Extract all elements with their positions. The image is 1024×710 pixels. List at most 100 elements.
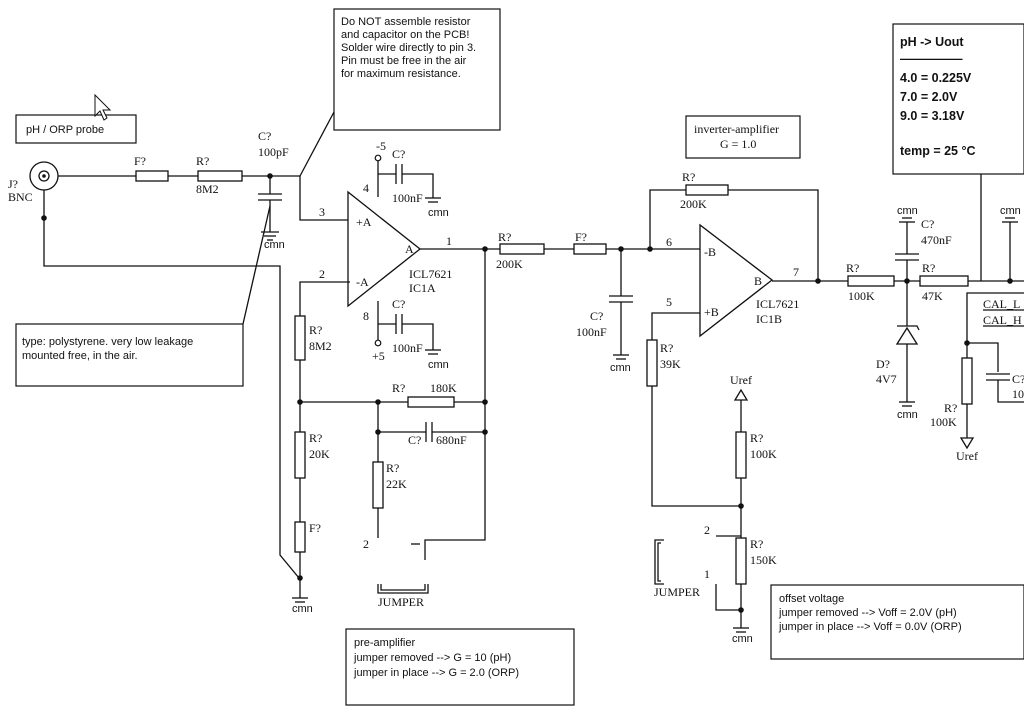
resistor-100k-cal-ref: R? bbox=[944, 401, 957, 415]
ph-table-row-3: 9.0 = 3.18V bbox=[900, 109, 965, 123]
gnd-label: cmn bbox=[610, 362, 631, 374]
ph-table-title: pH -> Uout bbox=[900, 35, 964, 49]
ph-table-row-1: 4.0 = 0.225V bbox=[900, 71, 972, 85]
resistor-180k bbox=[407, 396, 455, 408]
resistor-100k-ref bbox=[735, 431, 747, 479]
gnd-label: cmn bbox=[897, 205, 918, 217]
resistor-feedback-8m2 bbox=[294, 315, 306, 361]
gnd-label: cmn bbox=[264, 239, 285, 251]
resistor-100k-ref-value: 100K bbox=[750, 447, 777, 461]
pin-7: 7 bbox=[793, 265, 799, 279]
cap-bottom-value: 100nF bbox=[392, 341, 423, 355]
jumper-1-label: JUMPER bbox=[378, 595, 424, 609]
uref-label-top: Uref bbox=[730, 373, 752, 387]
warning-line-1: Do NOT assemble resistor bbox=[341, 16, 471, 28]
cal-low-label: CAL_L bbox=[983, 297, 1020, 311]
pin-6: 6 bbox=[666, 235, 672, 249]
supply-pos5: +5 bbox=[372, 349, 385, 363]
cap-470n-value: 470nF bbox=[921, 233, 952, 247]
cap-top-value: 100nF bbox=[392, 191, 423, 205]
pin-4: 4 bbox=[363, 181, 369, 195]
cal-high-label: CAL_H bbox=[983, 313, 1022, 327]
gnd-label: cmn bbox=[1000, 205, 1021, 217]
preamp-note: pre-amplifier jumper removed --> G = 10 … bbox=[345, 628, 575, 706]
ph-table-temp: temp = 25 °C bbox=[900, 144, 976, 158]
supply-neg5: -5 bbox=[376, 139, 386, 153]
warning-line-5: for maximum resistance. bbox=[341, 68, 461, 80]
resistor-200k-fb-ref: R? bbox=[682, 170, 695, 184]
cap-470n-ref: C? bbox=[921, 217, 934, 231]
cap-right-ref: C? bbox=[1012, 372, 1024, 386]
resistor-47k-ref: R? bbox=[922, 261, 935, 275]
capacitor-100pf: cmn C? 100pF bbox=[258, 129, 289, 251]
resistor-22k bbox=[372, 461, 384, 509]
cap-mid-ref: C? bbox=[590, 309, 603, 323]
offset-line-2: jumper removed --> Voff = 2.0V (pH) bbox=[778, 607, 957, 619]
gnd-label: cmn bbox=[897, 409, 918, 421]
polystyrene-note: type: polystyrene. very low leakage moun… bbox=[15, 205, 271, 387]
resistor-100k-out-value: 100K bbox=[848, 289, 875, 303]
capacitor-100pf-value: 100pF bbox=[258, 145, 289, 159]
fuse-ground bbox=[294, 521, 306, 553]
cap-right-value: 10 bbox=[1012, 387, 1024, 401]
resistor-input-8m2 bbox=[197, 170, 243, 182]
opamp-a-plus: +A bbox=[356, 215, 372, 229]
pin-3: 3 bbox=[319, 205, 325, 219]
resistor-20k-value: 20K bbox=[309, 447, 330, 461]
fuse-middle bbox=[573, 243, 607, 255]
offset-line-3: jumper in place --> Voff = 0.0V (ORP) bbox=[778, 621, 962, 633]
ph-table-rule: ————— bbox=[900, 52, 963, 66]
inverter-line-1: inverter-amplifier bbox=[694, 122, 779, 136]
resistor-180k-ref: R? bbox=[392, 381, 405, 395]
jumper2-pin-2: 2 bbox=[704, 523, 710, 537]
resistor-150k bbox=[735, 537, 747, 585]
probe-note: pH / ORP probe bbox=[15, 114, 137, 144]
bnc-connector: J? BNC bbox=[8, 161, 59, 221]
opamp-b-minus: -B bbox=[704, 245, 716, 259]
resistor-150k-ref: R? bbox=[750, 537, 763, 551]
bnc-ref: J? bbox=[8, 177, 18, 191]
resistor-input-ref: R? bbox=[196, 154, 209, 168]
fuse-input bbox=[135, 170, 169, 182]
resistor-100k-out-ref: R? bbox=[846, 261, 859, 275]
resistor-fb-ref: R? bbox=[309, 323, 322, 337]
jumper-pin-2: 2 bbox=[363, 537, 369, 551]
preamp-line-2: jumper removed --> G = 10 (pH) bbox=[353, 652, 511, 664]
cap-mid-value: 100nF bbox=[576, 325, 607, 339]
resistor-200k-series bbox=[499, 243, 545, 255]
resistor-39k-value: 39K bbox=[660, 357, 681, 371]
resistor-200k-fb-value: 200K bbox=[680, 197, 707, 211]
diode-ref: D? bbox=[876, 357, 890, 371]
diode-value: 4V7 bbox=[876, 372, 897, 386]
resistor-fb-value: 8M2 bbox=[309, 339, 332, 353]
pin-5: 5 bbox=[666, 295, 672, 309]
jumper-1 bbox=[377, 584, 429, 594]
pin-8: 8 bbox=[363, 309, 369, 323]
cap-top-ref: C? bbox=[392, 147, 405, 161]
polystyrene-line-1: type: polystyrene. very low leakage bbox=[22, 336, 193, 348]
gnd-label: cmn bbox=[428, 207, 449, 219]
opamp-b-plus: +B bbox=[704, 305, 719, 319]
resistor-200k-feedback bbox=[685, 184, 729, 196]
opamp-b-ref: IC1B bbox=[756, 312, 782, 326]
pin-1: 1 bbox=[446, 234, 452, 248]
gnd-label: cmn bbox=[732, 633, 753, 645]
fuse-input-ref: F? bbox=[134, 154, 146, 168]
jumper-2 bbox=[654, 539, 664, 585]
inverter-note: inverter-amplifier G = 1.0 bbox=[685, 115, 801, 159]
jumper-2-label: JUMPER bbox=[654, 585, 700, 599]
opamp-ic1b: -B +B B ICL7621 IC1B bbox=[699, 223, 799, 338]
preamp-line-1: pre-amplifier bbox=[354, 637, 415, 649]
opamp-a-type: ICL7621 bbox=[409, 267, 452, 281]
opamp-a-minus: -A bbox=[356, 275, 369, 289]
capacitor-100pf-ref: C? bbox=[258, 129, 271, 143]
resistor-22k-value: 22K bbox=[386, 477, 407, 491]
bnc-type: BNC bbox=[8, 190, 33, 204]
fuse-middle-ref: F? bbox=[575, 230, 587, 244]
resistor-22k-ref: R? bbox=[386, 461, 399, 475]
polystyrene-line-2: mounted free, in the air. bbox=[22, 350, 138, 362]
resistor-100k-cal-value: 100K bbox=[930, 415, 957, 429]
inverter-line-2: G = 1.0 bbox=[720, 137, 756, 151]
preamp-line-3: jumper in place --> G = 2.0 (ORP) bbox=[353, 667, 519, 679]
